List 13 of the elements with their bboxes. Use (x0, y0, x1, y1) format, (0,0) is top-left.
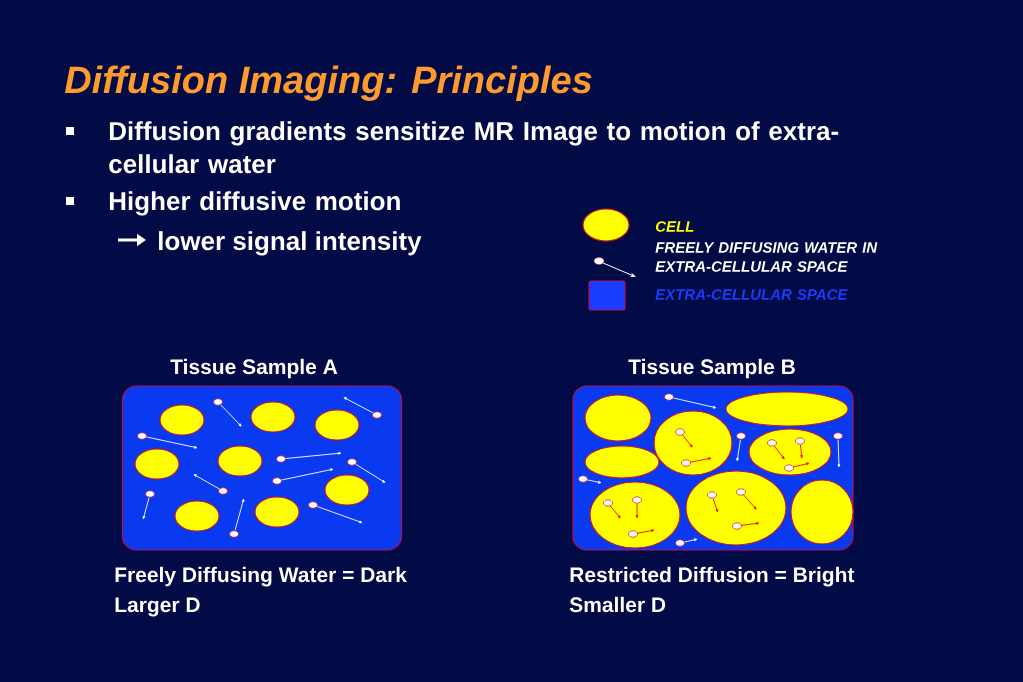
panel-caption: Smaller D (569, 596, 666, 613)
bullet-text: Diffusion gradients sensitize MR Image to motion of extra-cellular water (109, 121, 839, 174)
panel-caption: Freely Diffusing Water = Dark (115, 566, 407, 587)
legend-text: CELL (655, 221, 694, 232)
title: Diffusion Imaging: Principles (64, 65, 592, 101)
panel-heading: Tissue Sample B (628, 358, 795, 379)
bullet-text: Higher diffusive motion (109, 191, 400, 216)
panel-caption: Larger D (115, 597, 200, 617)
bullet-text: lower signal intensity (159, 231, 422, 256)
legend-text: FREELY DIFFUSING WATER IN EXTRA-CELLULAR SPACE (655, 242, 878, 272)
legend-text: EXTRA-CELLULAR SPACE (655, 289, 848, 300)
panel-caption: Restricted Diffusion = Bright (570, 566, 855, 587)
panel-heading: Tissue Sample A (170, 358, 338, 379)
